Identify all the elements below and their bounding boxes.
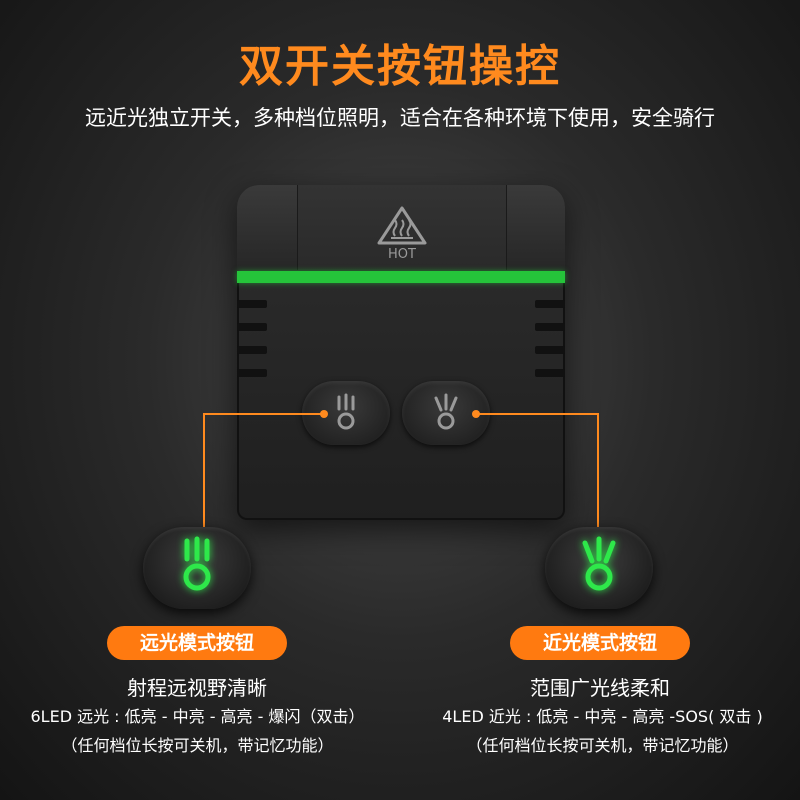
connector-line-right (476, 413, 598, 415)
vent-right (535, 369, 565, 377)
vent-left (237, 369, 267, 377)
low-beam-heading: 范围广光线柔和 (530, 676, 670, 700)
vent-left (237, 323, 267, 331)
hot-warning-icon (377, 206, 427, 245)
connector-line-left (204, 413, 324, 415)
bike-light-device: HOT (237, 185, 565, 520)
high-beam-heading: 射程远视野清晰 (127, 676, 267, 700)
page-title: 双开关按钮操控 (239, 41, 561, 92)
low-beam-note: （任何档位长按可关机，带记忆功能） (466, 736, 739, 755)
page-subtitle: 远近光独立开关，多种档位照明，适合在各种环境下使用，安全骑行 (85, 106, 715, 130)
hot-warning: HOT (376, 205, 428, 265)
high-beam-note: （任何档位长按可关机，带记忆功能） (61, 736, 334, 755)
hot-label: HOT (388, 247, 416, 262)
connector-dot-left (320, 410, 328, 418)
vent-left (237, 300, 267, 308)
vent-right (535, 346, 565, 354)
green-light-band (237, 271, 565, 283)
low-beam-icon (434, 393, 458, 430)
low-beam-modes: 4LED 近光 : 低亮 - 中亮 - 高亮 -SOS( 双击 ) (442, 707, 763, 726)
high-beam-mode-label: 远光模式按钮 (107, 626, 287, 660)
high-beam-modes: 6LED 远光 : 低亮 - 中亮 - 高亮 - 爆闪（双击） (30, 707, 365, 726)
vent-left (237, 346, 267, 354)
high-beam-glow-icon (183, 536, 211, 591)
device-high-beam-button[interactable] (302, 381, 390, 445)
high-beam-button-closeup (143, 527, 251, 609)
vent-right (535, 300, 565, 308)
vent-right (535, 323, 565, 331)
low-beam-button-closeup (545, 527, 653, 609)
low-beam-glow-icon (582, 536, 616, 591)
high-beam-icon (337, 393, 355, 430)
connector-line-right (597, 413, 599, 527)
connector-line-left (203, 413, 205, 527)
low-beam-mode-label: 近光模式按钮 (510, 626, 690, 660)
